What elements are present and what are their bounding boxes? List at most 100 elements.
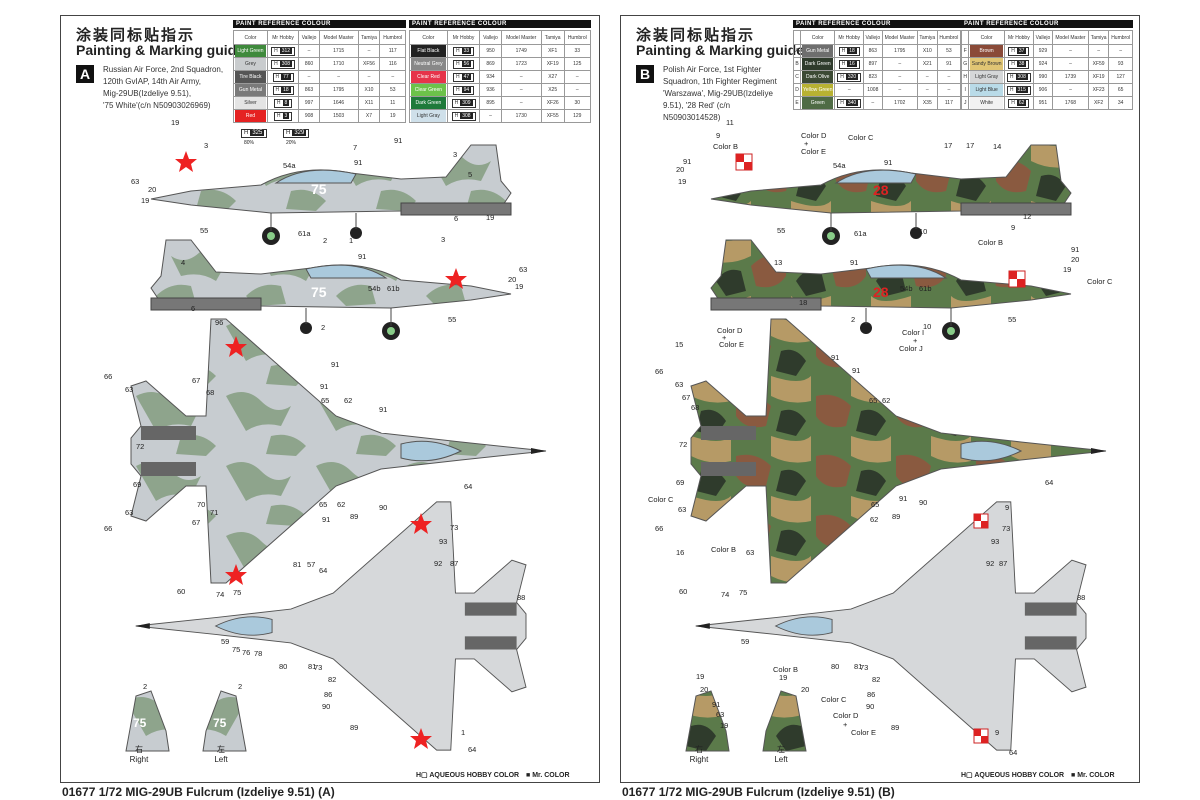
color-swatch: Gun Metal bbox=[235, 84, 266, 96]
footer-badge: B bbox=[882, 785, 891, 799]
callout-label: 61b bbox=[387, 284, 400, 293]
callout-label: 2 bbox=[238, 682, 243, 691]
callout-label: 63 bbox=[125, 508, 134, 517]
callout-label: 4 bbox=[181, 258, 186, 267]
hobby-number: 37 bbox=[1016, 47, 1027, 54]
callout-label: 90 bbox=[919, 498, 928, 507]
callout-label: 66 bbox=[655, 367, 664, 376]
callout-label: 63 bbox=[131, 177, 140, 186]
callout-label: 90 bbox=[322, 702, 331, 711]
callout-label: 63 bbox=[125, 385, 134, 394]
tamiya-code: XF55 bbox=[540, 109, 565, 123]
callout-label: 61a bbox=[854, 229, 867, 238]
callout-label: 91 bbox=[712, 700, 721, 709]
painting-guide-panel-b: 涂装同标贴指示 Painting & Marking guide B Polis… bbox=[620, 15, 1140, 783]
table-header: PAINT REFERENCE COLOUR bbox=[961, 20, 1133, 28]
callout-label: Color B bbox=[978, 238, 1004, 247]
red-stars bbox=[175, 151, 467, 749]
legend-aqueous-text: AQUEOUS HOBBY COLOR bbox=[974, 772, 1065, 779]
callout-label: Color E bbox=[851, 728, 877, 737]
humbrol-code: 34 bbox=[1108, 96, 1133, 110]
callout-label: 89 bbox=[892, 512, 901, 521]
callout-label: 19 bbox=[696, 672, 705, 681]
callout-label: 69 bbox=[133, 480, 142, 489]
side-number: 75 bbox=[311, 181, 327, 197]
callout-label: 71 bbox=[210, 508, 219, 517]
callout-label: Color D bbox=[801, 131, 827, 140]
humbrol-code: 65 bbox=[1108, 83, 1133, 97]
callout-label: 6 bbox=[191, 304, 196, 313]
callout-label: 2 bbox=[323, 236, 328, 245]
callout-label: 73 bbox=[314, 663, 323, 672]
hobby-prefix: H bbox=[1009, 86, 1014, 93]
callout-label: 63 bbox=[678, 505, 687, 514]
callout-label: Color B bbox=[773, 665, 799, 674]
mm-code: 1730 bbox=[500, 109, 542, 123]
color-swatch: Dark Green bbox=[802, 58, 834, 70]
callout-label: 93 bbox=[439, 537, 448, 546]
callout-label: 80 bbox=[831, 662, 840, 671]
vallejo-code: 929 bbox=[1032, 44, 1053, 58]
color-swatch: Gun Metal bbox=[802, 45, 834, 57]
callout-label: 75 bbox=[233, 588, 242, 597]
footer-badge: A bbox=[322, 785, 331, 799]
callout-label: 65 bbox=[871, 500, 880, 509]
fin-left bbox=[762, 690, 807, 752]
callout-label: 65 bbox=[319, 500, 328, 509]
side-number: 75 bbox=[213, 716, 227, 730]
hobby-prefix: H bbox=[455, 47, 460, 54]
callout-label: 62 bbox=[882, 396, 891, 405]
page-title: Painting & Marking guide bbox=[636, 42, 805, 58]
hobby-number: 18 bbox=[847, 47, 857, 54]
scheme-badge: B bbox=[636, 65, 654, 83]
callout-label: 2 bbox=[851, 315, 856, 324]
callout-label: 73 bbox=[450, 523, 459, 532]
color-swatch: White bbox=[970, 97, 1003, 109]
callout-label: 62 bbox=[344, 396, 353, 405]
hobby-prefix: H bbox=[455, 86, 460, 93]
legend-mr-color-text: Mr. COLOR bbox=[532, 772, 570, 779]
callout-label: 3 bbox=[204, 141, 209, 150]
callout-label: 64 bbox=[1045, 478, 1054, 487]
callout-label: 59 bbox=[221, 637, 230, 646]
callout-label: 64 bbox=[468, 745, 477, 754]
callout-label: Color D bbox=[833, 711, 859, 720]
tamiya-code: X7 bbox=[357, 109, 381, 123]
callout-label: 59 bbox=[741, 637, 750, 646]
label-cn: 左 bbox=[777, 745, 785, 754]
hobby-prefix: H bbox=[455, 60, 460, 67]
color-swatch: Flat Black bbox=[411, 45, 446, 57]
color-swatch: Clear Red bbox=[411, 71, 446, 83]
callout-label: 10 bbox=[923, 322, 932, 331]
callout-label: 81 bbox=[854, 662, 863, 671]
callout-label: 60 bbox=[679, 587, 688, 596]
column-header: Tamiya bbox=[1087, 30, 1110, 45]
title-chinese: 涂装同标贴指示 bbox=[76, 27, 196, 44]
side-number: 75 bbox=[311, 284, 327, 300]
humbrol-code: 117 bbox=[936, 96, 962, 110]
callout-label: 72 bbox=[136, 442, 145, 451]
legend-aqueous-text: AQUEOUS HOBBY COLOR bbox=[429, 772, 520, 779]
description-line: 'Warszawa', Mig-29UB(Izdeliye bbox=[663, 89, 773, 98]
callout-label: 54a bbox=[833, 161, 846, 170]
hobby-number: 62 bbox=[1016, 99, 1027, 106]
callout-label: 19 bbox=[1063, 265, 1072, 274]
callout-label: 61a bbox=[298, 229, 311, 238]
callout-label: 67 bbox=[192, 518, 201, 527]
callout-label: 3 bbox=[453, 150, 458, 159]
callout-label: 67 bbox=[682, 393, 691, 402]
label-en: Right bbox=[689, 755, 709, 764]
